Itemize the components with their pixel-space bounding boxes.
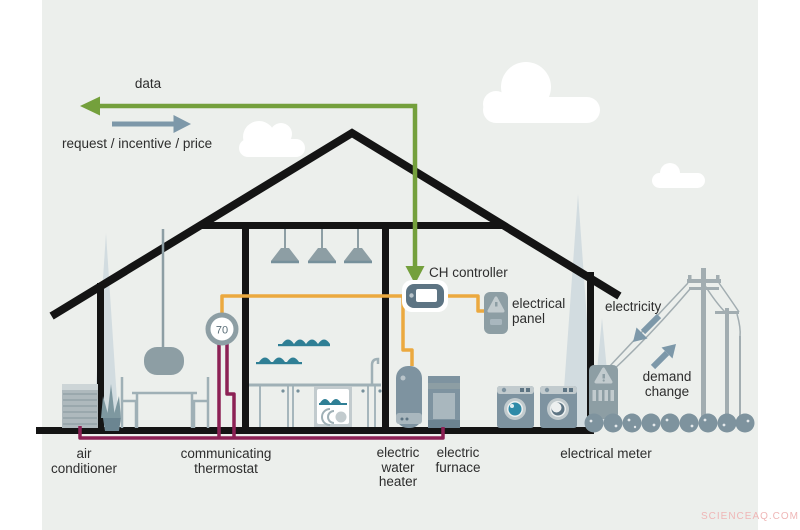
house-structure bbox=[49, 128, 622, 431]
dryer-icon bbox=[540, 386, 577, 428]
label-air-conditioner: air conditioner bbox=[50, 446, 118, 476]
wall-right bbox=[587, 272, 594, 431]
label-data: data bbox=[134, 76, 162, 91]
label-ch-controller: CH controller bbox=[429, 265, 508, 280]
label-electricity: electricity bbox=[605, 299, 662, 314]
background-panel bbox=[42, 0, 758, 530]
data-arrow bbox=[80, 96, 425, 284]
ceiling-beam bbox=[199, 222, 505, 229]
orange-wires bbox=[220, 294, 484, 366]
cloud-small bbox=[652, 163, 705, 188]
ground-line bbox=[36, 427, 594, 434]
label-electric-furnace: electric furnace bbox=[435, 445, 481, 475]
label-electric-water-heater: electric water heater bbox=[376, 445, 420, 489]
water-heater-icon bbox=[396, 366, 422, 428]
washer-icon bbox=[497, 386, 534, 428]
dishwasher-icon bbox=[314, 386, 352, 427]
watermark: SCIENCEAQ.COM bbox=[701, 511, 800, 522]
kitchen-counter-icon bbox=[249, 383, 382, 427]
electrical-meter-icon bbox=[589, 365, 618, 419]
thermostat-reading: 70 bbox=[216, 325, 228, 337]
furnace-icon bbox=[428, 376, 460, 428]
arrow-up-right-icon bbox=[661, 344, 676, 359]
label-electrical-panel: electrical panel bbox=[512, 296, 566, 326]
power-lines bbox=[607, 268, 741, 420]
arrow-down-icon bbox=[405, 266, 425, 284]
request-arrow bbox=[112, 115, 191, 133]
arrow-left-icon bbox=[80, 96, 100, 116]
tree-icon bbox=[561, 194, 595, 431]
label-request-incentive-price: request / incentive / price bbox=[62, 136, 213, 151]
cloud-left bbox=[239, 121, 305, 157]
faucet-icon bbox=[370, 357, 380, 385]
air-conditioner-icon bbox=[62, 384, 98, 428]
electrical-panel-icon bbox=[484, 292, 508, 334]
utility-pole-icon bbox=[725, 308, 729, 420]
table-and-chairs-icon bbox=[120, 377, 210, 428]
wall-left bbox=[97, 283, 104, 431]
thermostat-icon: 70 bbox=[205, 312, 239, 346]
maroon-wires bbox=[78, 344, 445, 440]
label-communicating-thermostat: communicating thermostat bbox=[180, 446, 272, 476]
ceiling-lamps-icon bbox=[271, 229, 372, 264]
living-room bbox=[101, 229, 210, 431]
cloud-big bbox=[483, 62, 600, 123]
wall-interior-2 bbox=[382, 225, 389, 431]
roof bbox=[49, 128, 622, 320]
kitchen bbox=[249, 229, 382, 427]
arrow-right-icon bbox=[173, 115, 191, 133]
dish-shelves-icon bbox=[256, 339, 330, 365]
demand-arrow bbox=[650, 344, 676, 370]
utility-pole-icon bbox=[701, 268, 706, 420]
label-demand-change: demand change bbox=[642, 369, 692, 399]
label-electrical-meter: electrical meter bbox=[560, 446, 652, 461]
plant-icon bbox=[101, 384, 121, 431]
bush-row bbox=[584, 413, 755, 433]
wall-interior-1 bbox=[242, 225, 249, 431]
ch-controller-icon bbox=[402, 280, 448, 312]
arrow-down-left-icon bbox=[633, 327, 648, 342]
electricity-arrow bbox=[633, 313, 662, 342]
